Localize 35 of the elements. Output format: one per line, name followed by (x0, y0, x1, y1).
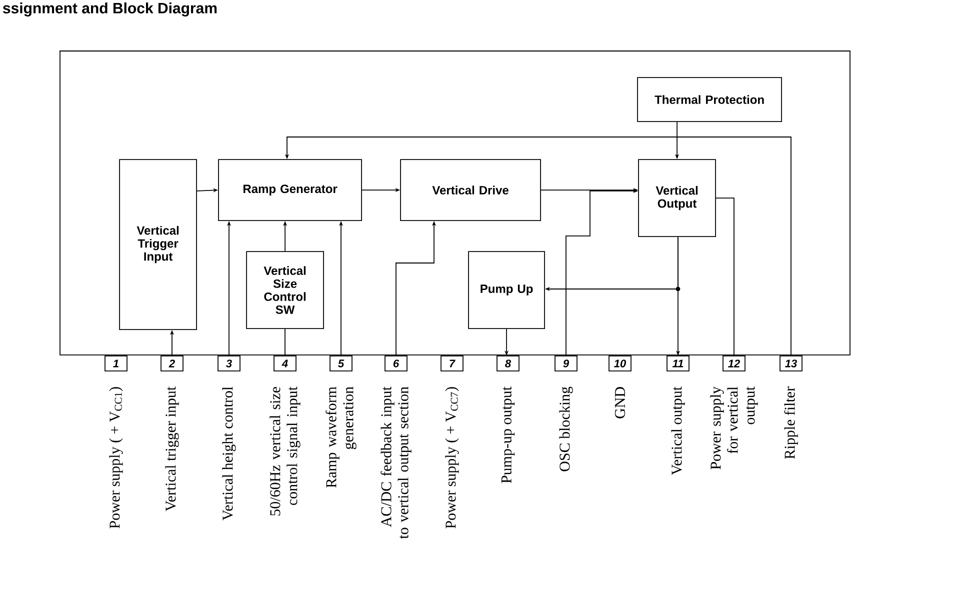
pin-label: Ripple filter (784, 386, 798, 459)
block-box: Vertical Drive (400, 159, 541, 221)
pin-label: Vertical height control (222, 386, 236, 520)
ic-outline (60, 50, 850, 356)
pin-box: 9 (554, 356, 578, 372)
pin-box: 7 (440, 356, 464, 372)
block-box: Vertical Trigger Input (119, 159, 197, 330)
pin-label: 50/60Hz vertical size control signal input (270, 386, 300, 516)
pin-box: 6 (384, 356, 408, 372)
pin-label: AC/DC feedback input to vertical output section (380, 386, 412, 539)
pin-label: Vertical output (671, 386, 685, 475)
pin-box: 11 (666, 356, 690, 372)
pin-box: 3 (218, 356, 240, 372)
pin-label: Power supply ( + V$_{CC7}$) (445, 387, 459, 528)
pin-label: Ramp waveform generation (326, 386, 356, 488)
pin-box: 12 (722, 356, 746, 372)
diagram-title: ssignment and Block Diagram (3, 2, 217, 16)
pin-box: 13 (780, 356, 802, 372)
block-box: Ramp Generator (218, 159, 362, 221)
block-box: Vertical Output (638, 159, 716, 237)
block-box: Vertical Size Control SW (246, 251, 324, 329)
block-box: Thermal Protection (637, 77, 782, 122)
pin-label: Power supply ( + V$_{CC1}$) (109, 387, 123, 528)
pin-box: 2 (160, 356, 184, 372)
pin-box: 8 (496, 356, 520, 372)
block-box: Pump Up (468, 251, 545, 329)
pin-box: 5 (330, 356, 352, 372)
pin-label: OSC blocking (559, 386, 573, 472)
pin-box: 1 (104, 356, 128, 372)
pin-label: Power supply for vertical output (710, 386, 758, 470)
pin-label: Pump-up output (502, 386, 515, 484)
pin-label: Vertical trigger input (165, 386, 179, 512)
pin-label: GND (614, 387, 626, 418)
pin-box: 10 (608, 356, 632, 372)
pin-box: 4 (274, 356, 296, 372)
